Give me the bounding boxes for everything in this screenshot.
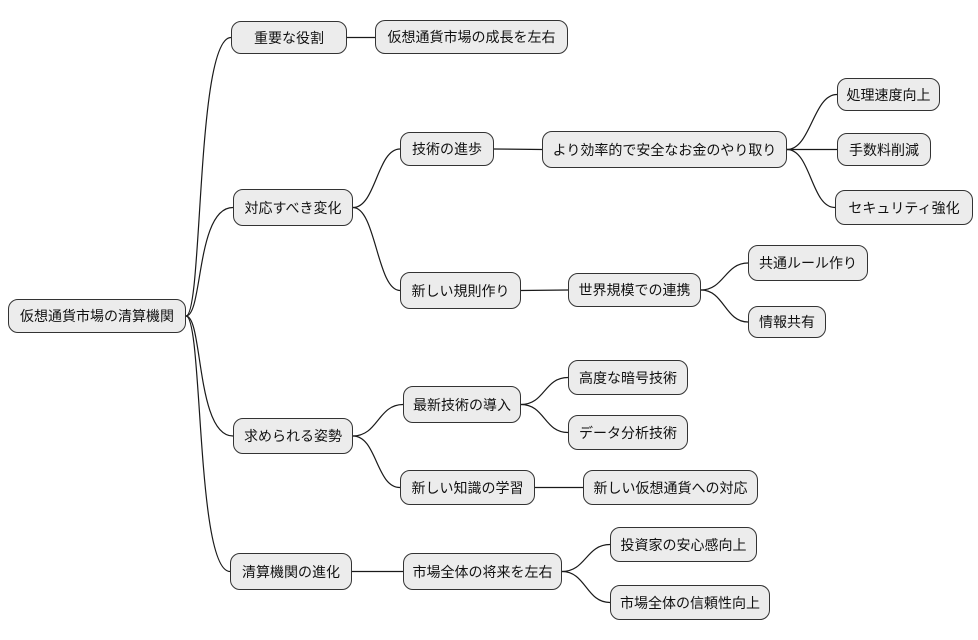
node-new-knowledge: 新しい知識の学習 [400,470,535,505]
node-latest-tech: 最新技術の導入 [403,386,521,423]
edge-latest-to-encryption [520,376,569,406]
node-common-rules: 共通ルール作り [748,245,868,281]
node-root: 仮想通貨市場の清算機関 [8,299,186,333]
node-data-analysis: データ分析技術 [568,415,688,450]
node-market-reliability: 市場全体の信頼性向上 [610,585,770,620]
node-important-role: 重要な役割 [231,21,347,54]
edge-tech-to-efficient-safe [493,148,543,151]
node-tech-progress: 技術の進歩 [400,132,494,166]
edge-future-to-investor [561,543,611,573]
edge-latest-to-data-analysis [520,403,569,434]
node-investor-confidence: 投資家の安心感向上 [610,527,757,562]
edge-root-to-important-role [185,36,232,317]
node-processing-speed: 処理速度向上 [837,78,940,111]
node-market-growth: 仮想通貨市場の成長を左右 [375,20,568,54]
node-new-rules: 新しい規則作り [400,272,521,309]
node-efficient-safe: より効率的で安全なお金のやり取り [542,131,787,168]
edge-global-to-common-rules [700,262,749,291]
edge-future-to-reliability [561,570,611,604]
edge-root-to-changes [185,206,234,317]
edge-changes-to-new-rules [352,206,401,292]
edge-global-to-info-sharing [700,289,749,323]
node-new-currencies: 新しい仮想通貨への対応 [583,470,758,505]
edge-efficient-to-speed [786,93,838,151]
edge-root-to-evolution [185,315,231,573]
node-required-attitude: 求められる姿勢 [233,418,353,454]
node-market-future: 市場全体の将来を左右 [403,553,562,590]
edge-efficient-to-security [786,148,836,209]
node-changes: 対応すべき変化 [233,189,353,226]
edge-rules-to-global-coop [520,289,569,292]
node-global-cooperation: 世界規模での連携 [568,273,701,307]
edge-root-to-required-attitude [185,315,234,437]
node-info-sharing: 情報共有 [748,306,826,338]
edge-attitude-to-latest-tech [352,403,404,437]
node-encryption-tech: 高度な暗号技術 [568,360,688,395]
node-evolution: 清算機関の進化 [230,553,352,590]
node-fee-reduction: 手数料削減 [837,133,931,166]
edge-attitude-to-new-knowledge [352,435,401,489]
edge-changes-to-tech-progress [352,148,401,209]
node-security-enhance: セキュリティ強化 [835,190,973,225]
